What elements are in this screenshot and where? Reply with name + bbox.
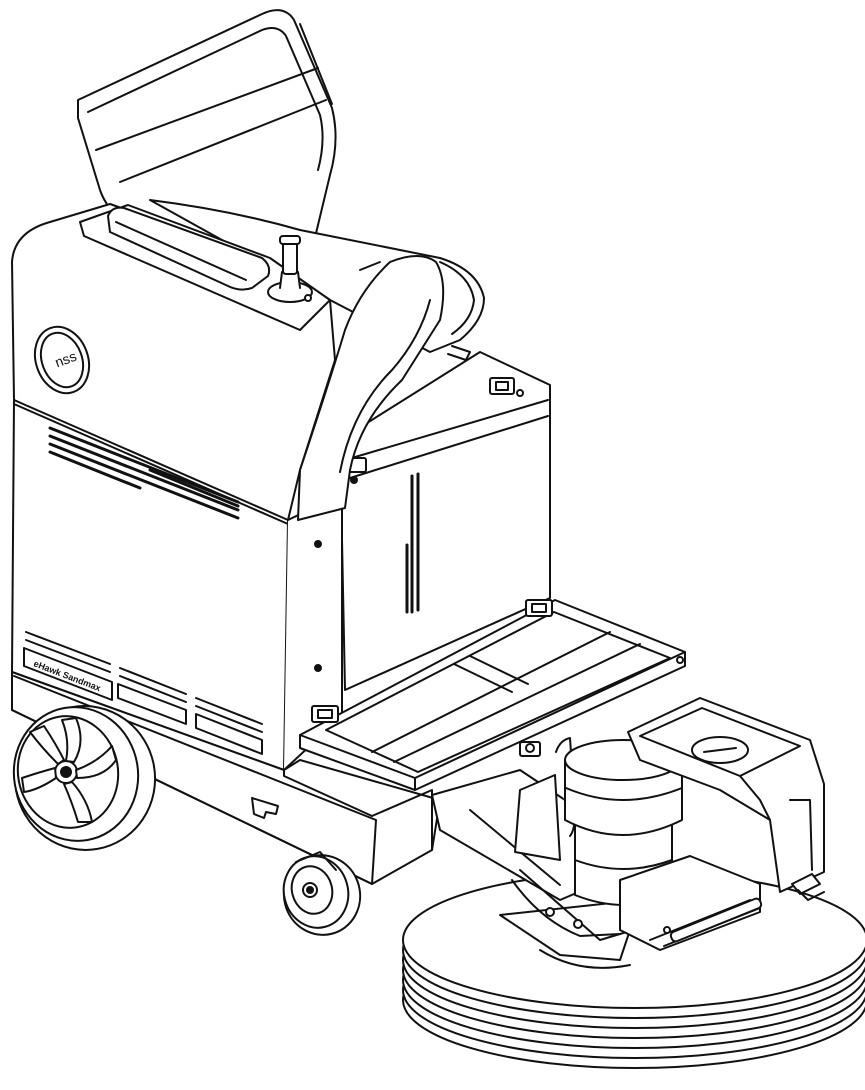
dust-box: [627, 697, 825, 901]
logo-text: nss: [53, 348, 79, 370]
side-label-plate: [23, 647, 113, 701]
sanding-disc: [402, 871, 865, 1069]
foot-platform: [299, 599, 686, 791]
front-caster: [282, 851, 362, 936]
rear-compartment: [339, 351, 551, 691]
head-tray: [619, 855, 763, 951]
rear-wheel: [12, 705, 157, 851]
